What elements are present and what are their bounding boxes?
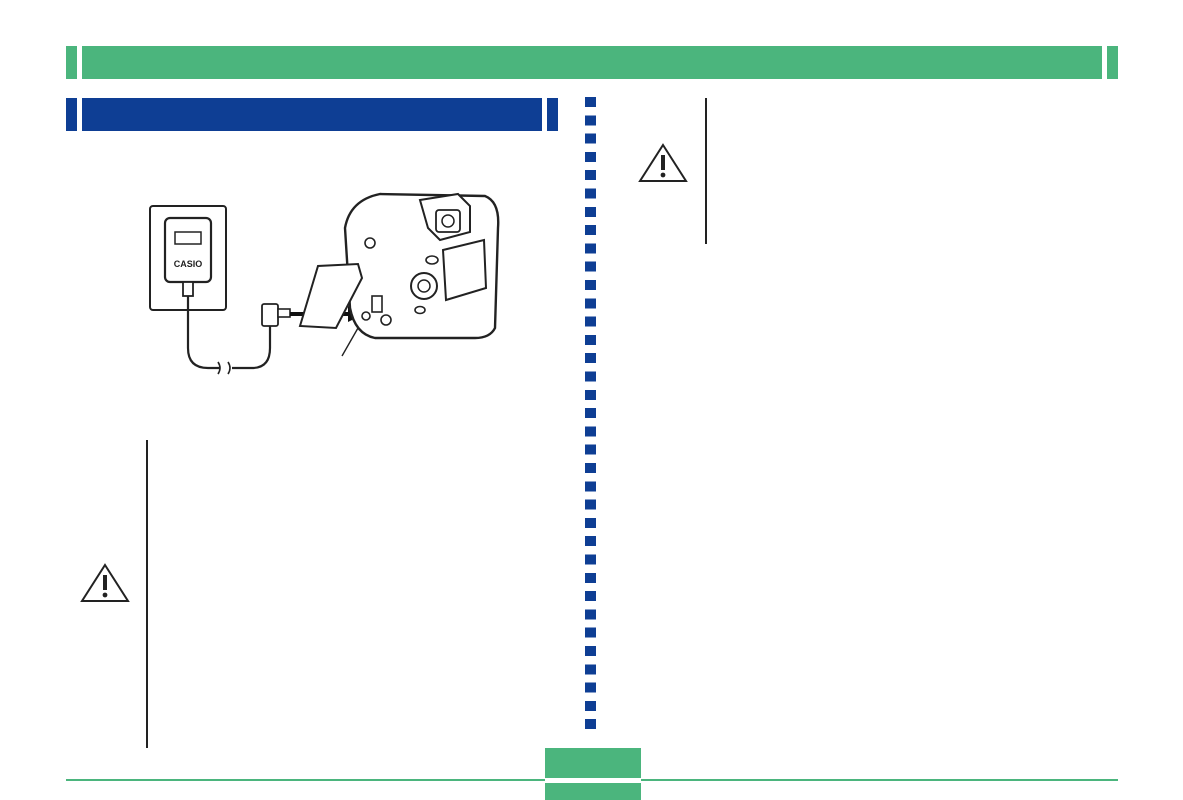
section-bar-left-cap [66,98,77,131]
caution-rule-right [705,98,707,244]
dc-in-terminal-icon [361,311,371,321]
warning-triangle-icon [80,563,130,602]
terminal-cover-icon [298,262,364,330]
page-block-gap [545,778,641,783]
ac-adapter-icon [163,216,213,284]
warning-triangle-icon [638,143,688,182]
header-bar-fill [82,46,1102,79]
section-header-bar [66,98,558,131]
section-bar-right-cap [547,98,558,131]
column-divider [585,97,596,729]
section-bar-fill [82,98,542,131]
header-bar-left-cap [66,46,77,79]
caution-rule-left [146,440,148,748]
plug-icon [261,303,279,327]
page-number-block [545,748,641,800]
ac-adapter-connection-illustration: CASIO [149,192,500,375]
header-bar-right-cap [1107,46,1118,79]
adapter-brand-label: CASIO [174,259,203,269]
page-header-bar [66,46,1118,79]
